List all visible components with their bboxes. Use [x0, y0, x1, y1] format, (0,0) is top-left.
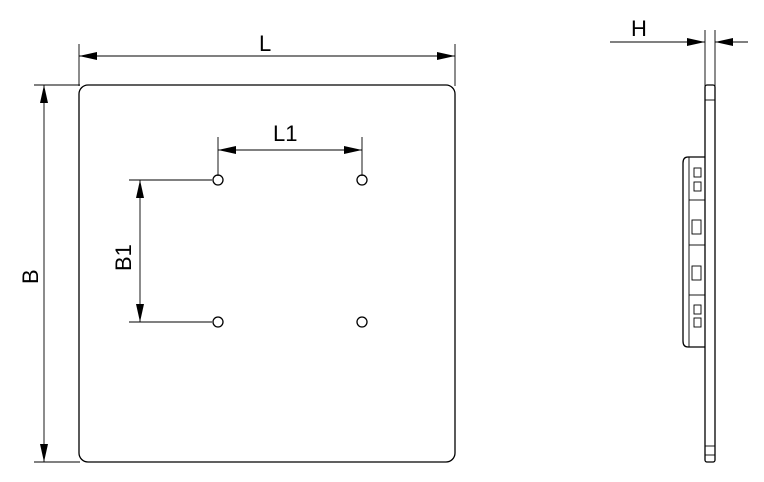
side-view: [682, 84, 716, 463]
arrowhead-right: [437, 52, 455, 60]
label-height: H: [631, 16, 647, 41]
dimension-height: H: [610, 16, 748, 86]
arrowhead-bottom: [40, 444, 48, 462]
clip-3: [691, 219, 702, 235]
dimension-length: L: [78, 31, 456, 86]
front-view: [78, 84, 456, 463]
label-hole-spacing-length: L1: [273, 121, 297, 146]
label-width: B: [18, 269, 43, 284]
arrowhead-left: [687, 38, 705, 46]
arrowhead-right: [344, 146, 362, 154]
mounting-hole-top-left: [212, 174, 224, 186]
clip-2: [693, 181, 702, 192]
clip-4: [691, 265, 702, 281]
arrowhead-left: [218, 146, 236, 154]
mounting-hole-top-right: [356, 174, 368, 186]
label-hole-spacing-width: B1: [111, 244, 136, 271]
clip-5: [693, 304, 702, 315]
arrowhead-top: [136, 180, 144, 198]
arrowhead-top: [40, 85, 48, 103]
clip-1: [693, 167, 702, 178]
clip-6: [693, 317, 702, 328]
mounting-hole-bottom-right: [356, 316, 368, 328]
module-body: [682, 156, 705, 348]
plate-outline: [78, 84, 456, 463]
mounting-hole-bottom-left: [212, 316, 224, 328]
arrowhead-right: [715, 38, 733, 46]
arrowhead-bottom: [136, 304, 144, 322]
dimension-hole-spacing-length: L1: [217, 121, 363, 176]
arrowhead-left: [79, 52, 97, 60]
dimension-hole-spacing-width: B1: [111, 179, 212, 323]
plate-side-outline: [704, 84, 716, 463]
label-length: L: [259, 31, 271, 56]
dimension-width: B: [18, 84, 80, 463]
